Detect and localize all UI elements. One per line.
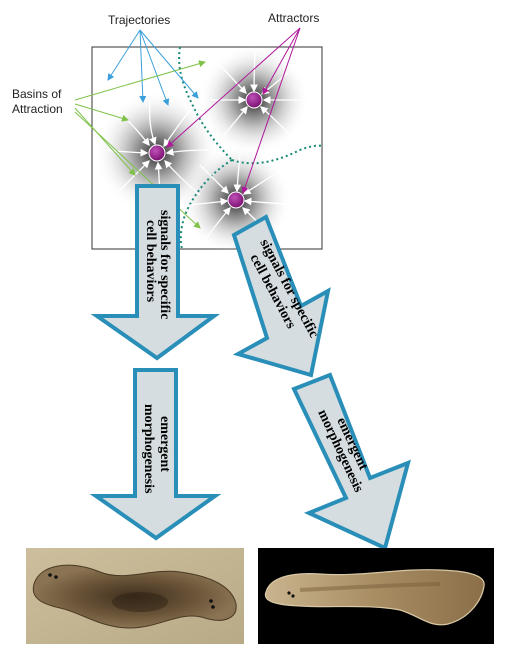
basin-boundary-2 xyxy=(231,144,323,165)
right-planarian-photo xyxy=(258,548,494,644)
left-morphogenesis-arrow: emergent morphogenesis xyxy=(89,368,222,541)
attractor-dot-1 xyxy=(148,144,166,162)
left-worm-eye-2 xyxy=(54,575,58,579)
left-morph-text-line2: morphogenesis xyxy=(141,404,156,494)
basin-boundary-1 xyxy=(178,46,233,161)
attractor-pointers xyxy=(166,27,301,194)
left-worm-eye-3 xyxy=(209,599,213,603)
attractor-landscape xyxy=(91,45,323,255)
trajectory-pointers xyxy=(107,29,199,106)
attractor-dot-2 xyxy=(245,91,263,109)
basins-label-line1: Basins of xyxy=(12,87,62,101)
right-worm-eye-1 xyxy=(287,591,291,595)
left-worm-eye-4 xyxy=(211,605,215,609)
left-morph-text-line1: emergent xyxy=(157,416,172,472)
attractors-label: Attractors xyxy=(268,11,319,25)
left-planarian-photo xyxy=(26,548,244,644)
attractor-dot-3 xyxy=(227,191,245,209)
flow-lines-well-2 xyxy=(210,51,310,141)
right-worm-eye-2 xyxy=(291,594,295,598)
flow-lines-well-3 xyxy=(189,154,301,241)
left-signals-arrow: signals for specific cell behaviors xyxy=(90,184,221,361)
trajectories-label: Trajectories xyxy=(108,13,170,27)
left-signals-text-line1: signals for specific xyxy=(157,210,172,319)
left-worm-eye-1 xyxy=(48,573,52,577)
basins-label-line2: Attraction xyxy=(12,102,63,116)
left-signals-text-line2: cell behaviors xyxy=(143,220,158,303)
right-morphogenesis-arrow: emergent morphogenesis xyxy=(291,372,411,551)
